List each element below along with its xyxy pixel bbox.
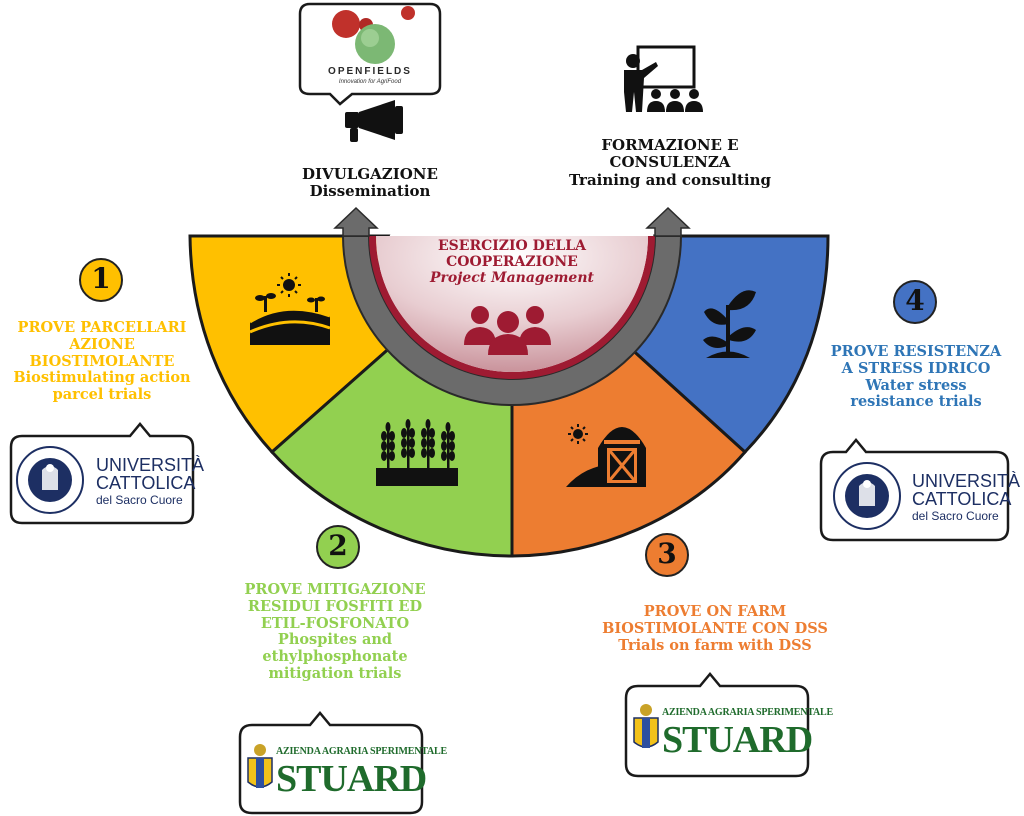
- ucsc-name-2: CATTOLICA: [96, 473, 196, 493]
- stuard-name-left: STUARD: [276, 758, 427, 800]
- item-1-line: BIOSTIMOLANTE: [29, 352, 175, 370]
- arrow-left-up: [333, 206, 379, 237]
- stuard-top-left: AZIENDA AGRARIA SPERIMENTALE: [276, 746, 447, 757]
- ucsc-name-2: CATTOLICA: [912, 489, 1012, 509]
- item-4-line: Water stress: [865, 376, 967, 394]
- ucsc-logo-right: UNIVERSITÀ CATTOLICA del Sacro Cuore: [912, 472, 1020, 522]
- megaphone-icon: [345, 100, 403, 142]
- item-1-line: PROVE PARCELLARI: [17, 319, 187, 336]
- dissemination-en: Dissemination: [309, 182, 431, 201]
- item-1-line: parcel trials: [52, 386, 152, 404]
- number-circle-1: [79, 258, 123, 302]
- stuard-name-right: STUARD: [662, 719, 813, 761]
- training-it-1: FORMAZIONE E: [601, 136, 739, 154]
- inner-core: [376, 236, 648, 372]
- item-2-line: RESIDUI FOSFITI ED: [247, 597, 423, 615]
- openfields-logo-icon: [332, 6, 415, 64]
- center-line-3: Project Management: [430, 270, 594, 287]
- ucsc-logo-left: UNIVERSITÀ CATTOLICA del Sacro Cuore: [96, 456, 204, 506]
- ucsc-name-1: UNIVERSITÀ: [912, 471, 1021, 491]
- dissemination-it: DIVULGAZIONE: [302, 165, 438, 183]
- teacher-board-icon: [624, 45, 703, 112]
- ucsc-seal-left: [16, 446, 84, 514]
- number-circle-4: [893, 280, 937, 324]
- item-4-line: resistance trials: [850, 393, 982, 411]
- number-3: 3: [657, 537, 677, 570]
- barn-sun-icon: [566, 424, 646, 487]
- item-2-text: PROVE MITIGAZIONE RESIDUI FOSFITI ED ETI…: [210, 581, 460, 683]
- item-1-line: Biostimulating action: [13, 369, 191, 387]
- number-4: 4: [905, 284, 925, 317]
- item-2-line: ETIL-FOSFONATO: [260, 614, 410, 632]
- seedling-icon: [703, 290, 756, 358]
- item-4-line: A STRESS IDRICO: [841, 359, 991, 377]
- stuard-frame-right: [624, 672, 810, 778]
- item-1-line: AZIONE: [69, 335, 135, 353]
- wheat-icon: [376, 419, 458, 486]
- center-line-1: ESERCIZIO DELLA: [438, 238, 586, 254]
- ucsc-seal-right: [833, 462, 901, 530]
- training-label: FORMAZIONE E CONSULENZA Training and con…: [540, 136, 800, 189]
- item-4-line: PROVE RESISTENZA: [830, 343, 1002, 360]
- item-3-text: PROVE ON FARM BIOSTIMOLANTE CON DSS Tria…: [580, 603, 850, 654]
- group-people-icon: [464, 306, 551, 355]
- stuard-frame-left: [238, 711, 424, 815]
- item-4-text: PROVE RESISTENZA A STRESS IDRICO Water s…: [812, 343, 1020, 411]
- stuard-top-right: AZIENDA AGRARIA SPERIMENTALE: [662, 707, 833, 718]
- number-2: 2: [328, 529, 348, 562]
- stuard-shield-left: [247, 744, 273, 788]
- arrow-right-up: [645, 206, 691, 237]
- project-management-label: ESERCIZIO DELLA COOPERAZIONE Project Man…: [402, 238, 622, 287]
- item-3-line: Trials on farm with DSS: [618, 636, 812, 654]
- stuard-shield-right: [633, 704, 659, 748]
- item-2-line: PROVE MITIGAZIONE: [244, 581, 426, 598]
- item-2-line: ethylphosphonate: [262, 648, 408, 666]
- ucsc-name-1: UNIVERSITÀ: [96, 455, 205, 475]
- number-circle-3: [645, 533, 689, 577]
- item-1-text: PROVE PARCELLARI AZIONE BIOSTIMOLANTE Bi…: [2, 319, 202, 404]
- item-2-line: Phospites and: [277, 631, 393, 649]
- item-2-line: mitigation trials: [268, 665, 402, 683]
- ucsc-name-3: del Sacro Cuore: [96, 493, 183, 507]
- training-it-2: CONSULENZA: [609, 153, 731, 172]
- ucsc-name-3: del Sacro Cuore: [912, 509, 999, 523]
- openfields-name: OPENFIELDS: [328, 66, 412, 77]
- field-sun-icon: [249, 273, 331, 345]
- center-line-2: COOPERAZIONE: [446, 254, 578, 271]
- dissemination-label: DIVULGAZIONE Dissemination: [270, 165, 470, 201]
- item-3-line: BIOSTIMOLANTE CON DSS: [602, 619, 828, 637]
- number-1: 1: [91, 262, 111, 295]
- item-3-line: PROVE ON FARM: [643, 603, 787, 620]
- openfields-tagline: Innovation for AgriFood: [338, 79, 402, 85]
- training-en: Training and consulting: [568, 170, 772, 189]
- number-circle-2: [316, 525, 360, 569]
